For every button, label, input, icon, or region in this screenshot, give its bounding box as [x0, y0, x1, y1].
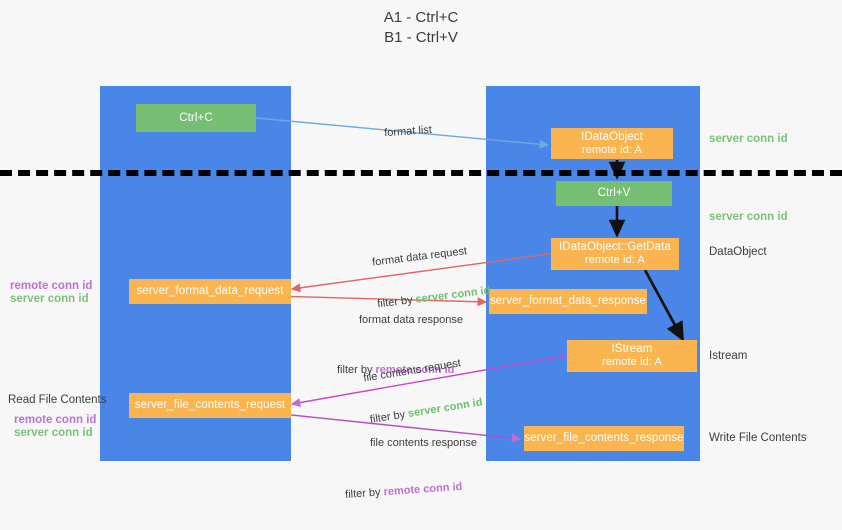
node-idataobject-line1: IDataObject: [581, 130, 643, 143]
edge-file-contents-response-text: file contents response: [370, 437, 478, 449]
annotation-remote-conn-1: remote conn id: [10, 280, 93, 292]
diagram-canvas: A1 - Ctrl+C B1 - Ctrl+V A1 remote B1 con…: [0, 9, 842, 501]
node-server-format-data-request-label: server_format_data_request: [136, 285, 284, 297]
annotation-istream: Istream: [709, 350, 748, 362]
edge-format-data-response-filter: filter by remote conn id: [337, 355, 463, 377]
node-idataobject[interactable]: IDataObject remote id: A: [551, 128, 673, 159]
edge-label-format-list: format list: [371, 109, 434, 155]
node-server-file-contents-request[interactable]: server_file_contents_request: [129, 393, 291, 418]
edge-format-data-request-text: format data request: [371, 245, 468, 269]
divider-dashed-line: [0, 170, 842, 176]
node-istream-line1: IStream: [611, 343, 653, 355]
node-ctrl-v[interactable]: Ctrl+V: [556, 181, 672, 206]
annotation-server-conn-1: server conn id: [10, 293, 89, 305]
edge-label-file-contents-response: file contents response filter by remote …: [344, 408, 477, 530]
node-istream[interactable]: IStream remote id: A: [567, 340, 697, 372]
annotation-write-file-contents: Write File Contents: [709, 432, 807, 444]
node-istream-line2: remote id: A: [602, 356, 662, 368]
annotation-server-conn-top: server conn id: [709, 133, 788, 145]
node-server-format-data-request[interactable]: server_format_data_request: [129, 279, 291, 304]
edge-format-list-text: format list: [383, 123, 433, 140]
filter-target: remote conn id: [383, 480, 463, 499]
edge-label-format-data-response: format data response filter by remote co…: [337, 285, 463, 405]
node-server-file-contents-response[interactable]: server_file_contents_response: [524, 426, 684, 451]
annotation-dataobject: DataObject: [709, 246, 767, 258]
filter-target: remote conn id: [375, 364, 455, 376]
edge-format-data-response-text: format data response: [359, 314, 463, 326]
annotation-server-conn-mid: server conn id: [709, 211, 788, 223]
node-getdata-line2: remote id: A: [585, 254, 645, 266]
page-title: A1 - Ctrl+C B1 - Ctrl+V: [383, 9, 459, 46]
annotation-read-file-contents: Read File Contents: [8, 394, 107, 406]
node-ctrl-c[interactable]: Ctrl+C: [136, 104, 256, 132]
node-server-format-data-response[interactable]: server_format_data_response: [489, 289, 647, 314]
node-idataobject-line2: remote id: A: [582, 143, 642, 156]
node-server-file-contents-request-label: server_file_contents_request: [134, 399, 286, 411]
node-server-file-contents-response-label: server_file_contents_response: [524, 432, 684, 444]
annotation-remote-conn-2: remote conn id: [14, 414, 97, 426]
edge-file-contents-request-text: file contents request: [362, 357, 462, 385]
node-getdata-line1: IDataObject::GetData: [559, 241, 671, 253]
node-server-format-data-response-label: server_format_data_response: [489, 295, 647, 307]
node-ctrl-c-label: Ctrl+C: [179, 111, 213, 124]
annotation-server-conn-2: server conn id: [14, 427, 93, 439]
node-ctrl-v-label: Ctrl+V: [597, 187, 631, 199]
filter-prefix: filter by: [337, 364, 376, 376]
node-getdata[interactable]: IDataObject::GetData remote id: A: [551, 238, 679, 270]
filter-prefix: filter by: [344, 486, 385, 501]
edge-file-contents-response-filter: filter by remote conn id: [344, 469, 478, 502]
